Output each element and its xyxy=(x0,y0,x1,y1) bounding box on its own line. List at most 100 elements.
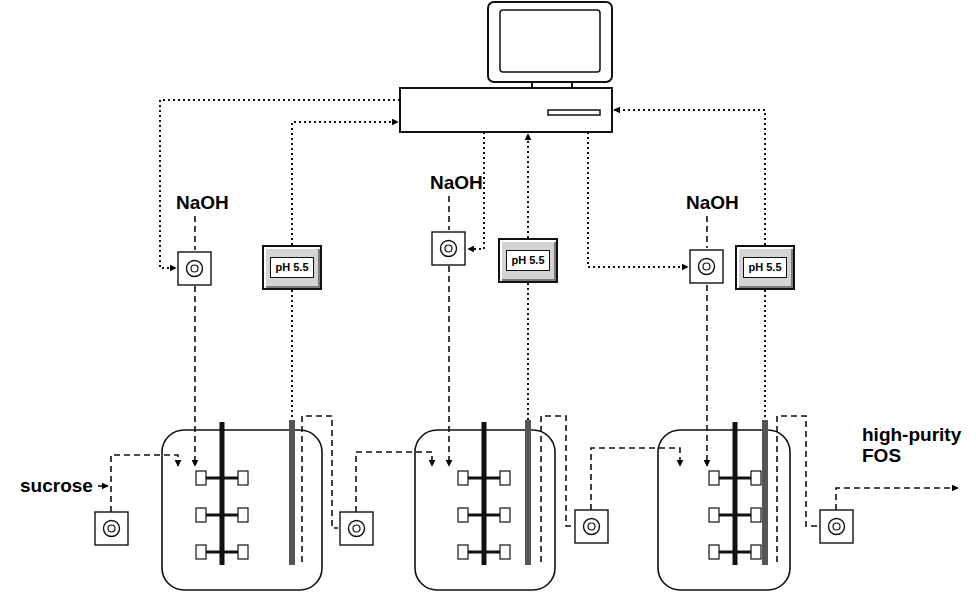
outlet-line xyxy=(541,416,573,562)
pump-hub xyxy=(191,265,198,272)
reactors xyxy=(162,430,790,590)
impeller-blade xyxy=(751,545,761,559)
impeller-blade xyxy=(238,508,248,522)
signal-wire xyxy=(614,110,765,245)
impeller-blade xyxy=(196,508,206,522)
ph-reading: pH 5.5 xyxy=(511,254,544,267)
outlet-line xyxy=(777,416,818,562)
computer-case xyxy=(400,88,612,132)
sucrose-arrow xyxy=(98,485,108,487)
impeller-blade xyxy=(751,508,761,522)
probe-cable xyxy=(764,290,766,420)
pump-rotor xyxy=(349,521,365,537)
impeller-arm xyxy=(468,514,500,517)
pump xyxy=(432,232,465,265)
pump-hub xyxy=(588,523,595,530)
impeller-blade xyxy=(709,545,719,559)
ph-meter: pH 5.5 xyxy=(262,245,322,290)
stirrer-shaft xyxy=(482,422,487,565)
impeller-blade xyxy=(500,508,510,522)
impeller-blade xyxy=(751,471,761,485)
meter-display: pH 5.5 xyxy=(743,257,786,278)
signal-wire xyxy=(588,132,688,267)
pump-rotor xyxy=(441,241,457,257)
pump-hub xyxy=(703,263,710,270)
impeller-arm xyxy=(719,514,751,517)
impeller-arm xyxy=(206,551,238,554)
pump-hub xyxy=(833,523,840,530)
impeller-blade xyxy=(196,545,206,559)
pump-rotor xyxy=(699,259,715,275)
impeller-blade xyxy=(709,508,719,522)
pump-rotor xyxy=(187,261,203,277)
pump xyxy=(690,250,723,283)
ph-reading: pH 5.5 xyxy=(275,261,308,274)
pump-hub xyxy=(445,245,452,252)
signal-wire xyxy=(160,100,400,268)
naoh-feed xyxy=(448,266,450,466)
monitor-screen xyxy=(500,10,600,72)
pumps xyxy=(95,232,853,545)
ph-probe xyxy=(525,420,531,565)
drive-slot xyxy=(548,110,600,115)
pump-rotor xyxy=(829,519,845,535)
impeller-blade xyxy=(238,545,248,559)
pump-housing xyxy=(432,232,465,265)
reagent-label: NaOH xyxy=(176,192,229,213)
impeller-arm xyxy=(719,551,751,554)
pump xyxy=(340,512,373,545)
stirrer-shaft xyxy=(733,422,738,565)
reactor-vessel xyxy=(658,430,790,590)
reactor-internals xyxy=(196,420,768,565)
pump xyxy=(820,510,853,543)
signal-wire xyxy=(527,134,529,238)
pump xyxy=(95,512,128,545)
reactor-vessel xyxy=(162,430,322,590)
signal-wire xyxy=(292,122,398,245)
computer xyxy=(400,2,612,132)
impeller-blade xyxy=(238,471,248,485)
naoh-feed xyxy=(706,285,708,466)
impeller-arm xyxy=(468,477,500,480)
transfer-line xyxy=(356,452,432,512)
impeller-arm xyxy=(468,551,500,554)
impeller-blade xyxy=(709,471,719,485)
pump xyxy=(575,510,608,543)
impeller-arm xyxy=(719,477,751,480)
pump-housing xyxy=(820,510,853,543)
stirrer-shaft xyxy=(220,422,225,565)
product-label: high-purity FOS xyxy=(862,424,970,466)
pump-rotor xyxy=(104,521,120,537)
naoh-line xyxy=(194,216,196,250)
impeller-blade xyxy=(458,545,468,559)
pump-housing xyxy=(690,250,723,283)
naoh-line xyxy=(448,196,450,230)
impeller-arm xyxy=(206,477,238,480)
meter-display: pH 5.5 xyxy=(506,250,549,271)
transfer-line xyxy=(591,448,680,510)
ph-probe xyxy=(289,420,295,565)
impeller-blade xyxy=(500,545,510,559)
pump-rotor xyxy=(584,519,600,535)
ph-probe xyxy=(762,420,768,565)
flow-lines xyxy=(111,196,958,562)
ph-meter: pH 5.5 xyxy=(735,245,795,290)
naoh-line xyxy=(706,216,708,248)
ph-reading: pH 5.5 xyxy=(748,261,781,274)
impeller-blade xyxy=(458,508,468,522)
probe-cable xyxy=(527,283,529,420)
pump xyxy=(178,252,211,285)
reagent-label: NaOH xyxy=(430,172,483,193)
impeller-blade xyxy=(458,471,468,485)
sucrose-feed xyxy=(111,455,178,512)
reagent-label: NaOH xyxy=(686,192,739,213)
impeller-arm xyxy=(206,514,238,517)
pump-hub xyxy=(353,525,360,532)
monitor xyxy=(488,2,612,82)
outlet-line xyxy=(302,416,338,562)
impeller-blade xyxy=(196,471,206,485)
pump-housing xyxy=(95,512,128,545)
signal-wires xyxy=(160,100,765,420)
ph-meter: pH 5.5 xyxy=(498,238,558,283)
